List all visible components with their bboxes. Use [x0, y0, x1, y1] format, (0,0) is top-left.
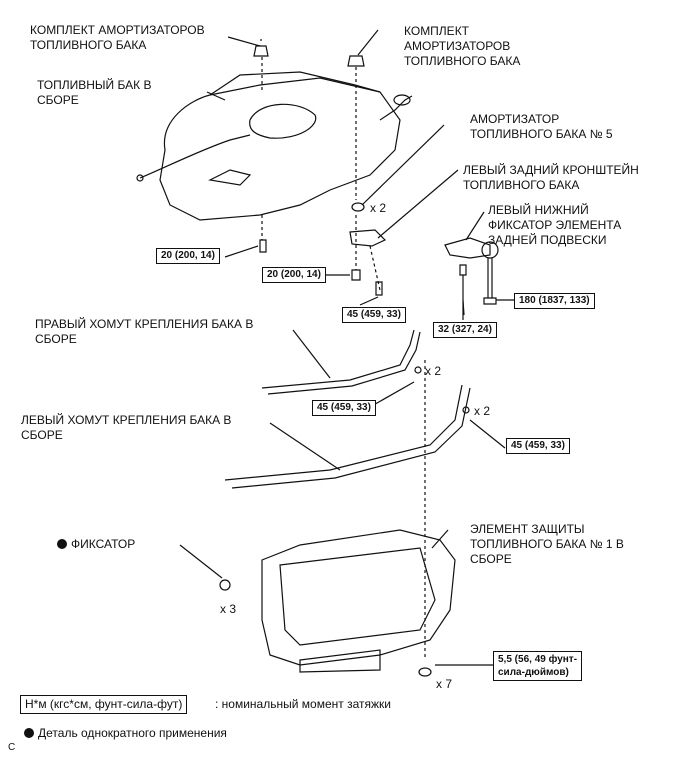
label-protector: ЭЛЕМЕНТ ЗАЩИТЫ ТОПЛИВНОГО БАКА № 1 В СБО… [470, 522, 624, 567]
label-line: АМОРТИЗАТОР [470, 112, 560, 126]
lower-retainer [444, 237, 491, 259]
qty-label: x 3 [220, 602, 237, 616]
legend-torque-box: Н*м (кгс*см, фунт-сила-фут) [20, 695, 188, 714]
qty-label: x 7 [436, 677, 453, 691]
torque-line: сила-дюймов) [498, 667, 569, 678]
label-line: КОМПЛЕКТ [404, 24, 470, 38]
label-line: ТОПЛИВНОГО БАКА № 1 В [470, 537, 624, 551]
label-absorber-set-right: КОМПЛЕКТ АМОРТИЗАТОРОВ ТОПЛИВНОГО БАКА [404, 24, 520, 69]
label-line: ТОПЛИВНОГО БАКА № 5 [470, 127, 613, 141]
label-line: ЭЛЕМЕНТ ЗАЩИТЫ [470, 522, 585, 536]
label-line: ФИКСАТОР [71, 537, 136, 551]
torque-box: 45 (459, 33) [312, 400, 376, 416]
label-fuel-tank: ТОПЛИВНЫЙ БАК В СБОРЕ [37, 78, 151, 108]
label-line: СБОРЕ [21, 428, 63, 442]
label-absorber-no5: АМОРТИЗАТОР ТОПЛИВНОГО БАКА № 5 [470, 112, 613, 142]
torque-box: 20 (200, 14) [262, 267, 326, 283]
fuel-tank-outline [159, 77, 401, 221]
label-line: СБОРЕ [470, 552, 512, 566]
label-line: ЛЕВЫЙ ХОМУТ КРЕПЛЕНИЯ БАКА В [21, 413, 232, 427]
label-line: КОМПЛЕКТ АМОРТИЗАТОРОВ [30, 23, 205, 37]
label-retainer: ФИКСАТОР [57, 537, 135, 552]
single-use-dot-icon [24, 728, 34, 738]
torque-box: 20 (200, 14) [156, 248, 220, 264]
left-band [224, 384, 463, 481]
legend-torque-desc: : номинальный момент затяжки [215, 697, 391, 711]
label-line: ПРАВЫЙ ХОМУТ КРЕПЛЕНИЯ БАКА В [35, 317, 254, 331]
torque-box: 32 (327, 24) [433, 322, 497, 338]
qty-label: x 2 [474, 404, 491, 418]
qty-label: x 2 [370, 201, 387, 215]
label-line: СБОРЕ [37, 93, 79, 107]
label-line: ТОПЛИВНОГО БАКА [463, 178, 580, 192]
torque-box: 45 (459, 33) [342, 307, 406, 323]
torque-box: 5,5 (56, 49 фунт- сила-дюймов) [493, 651, 583, 681]
label-right-band: ПРАВЫЙ ХОМУТ КРЕПЛЕНИЯ БАКА В СБОРЕ [35, 317, 253, 347]
fuel-tank-protector [261, 529, 456, 666]
left-rear-bracket [349, 229, 387, 247]
torque-line: 5,5 (56, 49 фунт- [498, 654, 578, 665]
label-line: ТОПЛИВНОГО БАКА [30, 38, 147, 52]
label-line: ЛЕВЫЙ ЗАДНИЙ КРОНШТЕЙН [463, 163, 639, 177]
label-line: ЗАДНЕЙ ПОДВЕСКИ [488, 233, 607, 247]
torque-box: 180 (1837, 133) [514, 293, 595, 309]
label-line: ФИКСАТОР ЭЛЕМЕНТА [488, 218, 622, 232]
torque-box: 45 (459, 33) [506, 438, 570, 454]
qty-label: x 2 [425, 364, 442, 378]
label-line: ТОПЛИВНОГО БАКА [404, 54, 521, 68]
legend-single-use-text: Деталь однократного применения [38, 726, 227, 740]
label-absorber-set-left: КОМПЛЕКТ АМОРТИЗАТОРОВ ТОПЛИВНОГО БАКА [30, 23, 205, 53]
corner-mark: C [8, 742, 16, 753]
label-line: СБОРЕ [35, 332, 77, 346]
single-use-dot-icon [57, 539, 67, 549]
label-left-rear-bracket: ЛЕВЫЙ ЗАДНИЙ КРОНШТЕЙН ТОПЛИВНОГО БАКА [463, 163, 639, 193]
absorber-right-top [347, 55, 365, 67]
legend-single-use: Деталь однократного применения [24, 726, 227, 741]
label-left-band: ЛЕВЫЙ ХОМУТ КРЕПЛЕНИЯ БАКА В СБОРЕ [21, 413, 231, 443]
label-line: ТОПЛИВНЫЙ БАК В [37, 78, 152, 92]
label-left-lower-retainer: ЛЕВЫЙ НИЖНИЙ ФИКСАТОР ЭЛЕМЕНТА ЗАДНЕЙ ПО… [488, 203, 621, 248]
right-band [261, 329, 415, 389]
label-line: АМОРТИЗАТОРОВ [404, 39, 511, 53]
absorber-left-top [253, 45, 269, 57]
label-line: ЛЕВЫЙ НИЖНИЙ [488, 203, 589, 217]
